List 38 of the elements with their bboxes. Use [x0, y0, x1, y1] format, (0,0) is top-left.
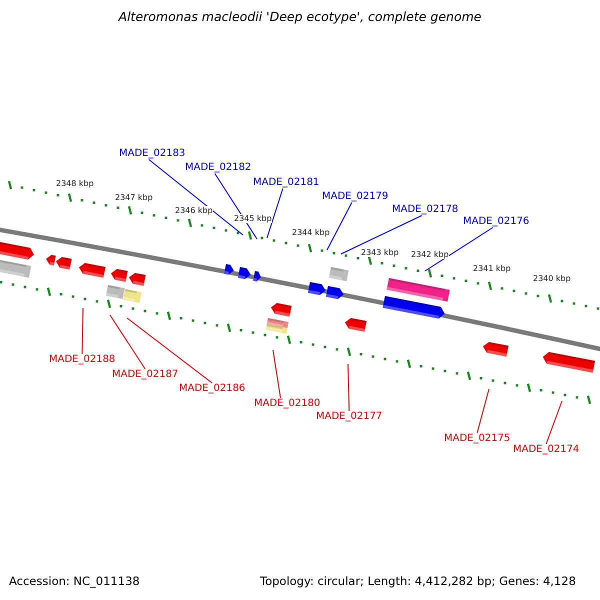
- leader-line: [340, 215, 422, 254]
- leader-line: [126, 318, 213, 384]
- leader-line: [272, 350, 282, 398]
- scale-label: 2342 kbp: [411, 250, 449, 260]
- gene-label: MADE_02177: [316, 411, 382, 422]
- scale-label: 2346 kbp: [175, 206, 213, 216]
- scale-label: 2343 kbp: [361, 248, 399, 258]
- leader-line: [148, 159, 244, 236]
- gene-label: MADE_02175: [444, 433, 510, 444]
- gene-label: MADE_02174: [513, 444, 580, 456]
- leader-line: [266, 188, 284, 238]
- leader-line: [476, 388, 490, 434]
- scale-label: 2348 kbp: [56, 179, 94, 188]
- scale-label: 2345 kbp: [234, 214, 272, 224]
- leader-line: [82, 308, 84, 354]
- gene-label: MADE_02181: [253, 177, 320, 188]
- gene-label: MADE_02187: [112, 369, 178, 380]
- gene-label: MADE_02179: [322, 191, 388, 202]
- gene-label: MADE_02180: [254, 398, 320, 410]
- gene-label: MADE_02186: [179, 383, 246, 394]
- gene-label: MADE_02182: [185, 162, 252, 174]
- accession-text: Accession: NC_011138: [9, 575, 140, 588]
- gene-label: MADE_02188: [49, 354, 116, 366]
- leader-line: [424, 227, 494, 272]
- scale-label: 2340 kbp: [533, 274, 571, 284]
- scale-label: 2344 kbp: [292, 228, 330, 238]
- leader-line: [348, 364, 350, 412]
- gene-label: MADE_02178: [392, 204, 458, 216]
- title: Alteromonas macleodii 'Deep ecotype', complete genome: [117, 10, 482, 24]
- leader-line: [110, 314, 146, 370]
- genome-info-text: Topology: circular; Length: 4,412,282 bp; Genes: 4,128: [260, 575, 576, 588]
- gene-label: MADE_02183: [119, 148, 186, 160]
- scale-label: 2341 kbp: [473, 264, 511, 274]
- leader-line: [546, 400, 562, 444]
- leader-line: [214, 173, 258, 240]
- gene-label: MADE_02176: [463, 216, 530, 228]
- leader-line: [326, 202, 352, 250]
- scale-label: 2347 kbp: [115, 193, 153, 202]
